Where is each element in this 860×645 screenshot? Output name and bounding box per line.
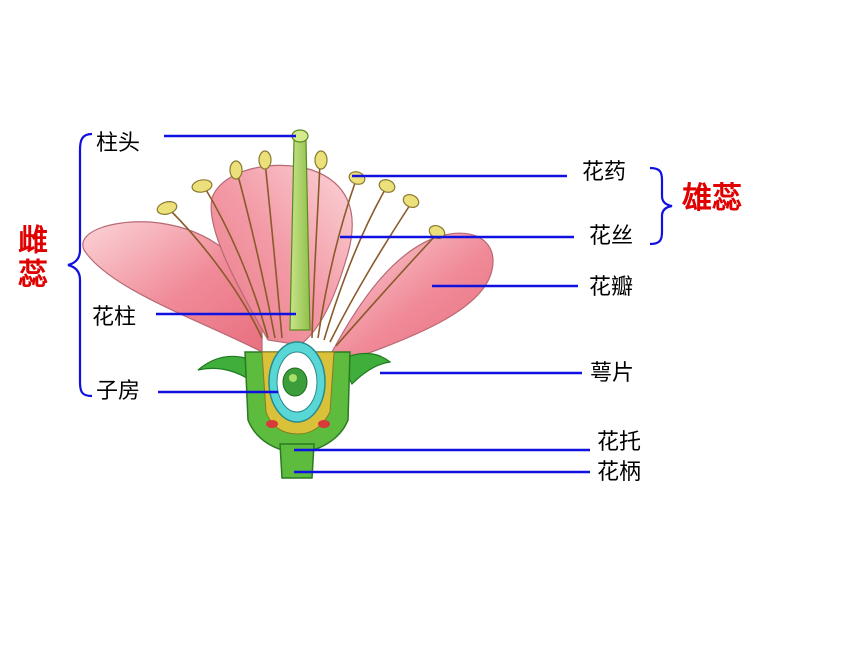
leader-lines [156,134,590,474]
braces [67,132,673,398]
anther-3 [229,160,243,180]
anther-8 [402,193,420,209]
filament-6 [317,179,357,339]
petal-right [331,232,494,359]
anther-4 [258,150,272,170]
pedicel [279,443,315,479]
filament-5 [311,161,321,339]
anther-7 [378,179,396,193]
label-stigma: 柱头 [96,131,141,156]
anther-2 [191,179,213,193]
pistil-brace [67,132,93,398]
filament-2 [204,187,269,339]
anther-1 [156,201,178,215]
petals [82,164,494,359]
receptacle-red-left [266,420,278,428]
label-anther: 花药 [582,160,627,185]
ovule-highlight [289,374,297,382]
sepal-right [339,352,392,386]
ovule [282,367,308,397]
filament-8 [329,204,411,343]
label-pedicel: 花柄 [597,460,642,485]
stamen-brace [649,166,673,246]
group-label-stamen: 雄蕊 [682,181,742,216]
label-receptacle: 花托 [597,430,642,455]
anther-6 [348,171,366,185]
style [289,139,311,331]
group-label-pistil: 雌蕊 [12,224,47,292]
label-sepal: 萼片 [590,361,635,386]
label-ovary: 子房 [96,379,141,404]
filament-7 [323,187,387,341]
pistil [268,129,326,423]
anther-5 [314,150,328,170]
label-petal: 花瓣 [589,275,634,300]
filament-9 [335,234,437,347]
label-filament: 花丝 [589,224,634,249]
label-style: 花柱 [92,305,137,330]
anthers [156,150,446,240]
filament-1 [169,209,263,339]
receptacle-red-right [318,420,330,428]
